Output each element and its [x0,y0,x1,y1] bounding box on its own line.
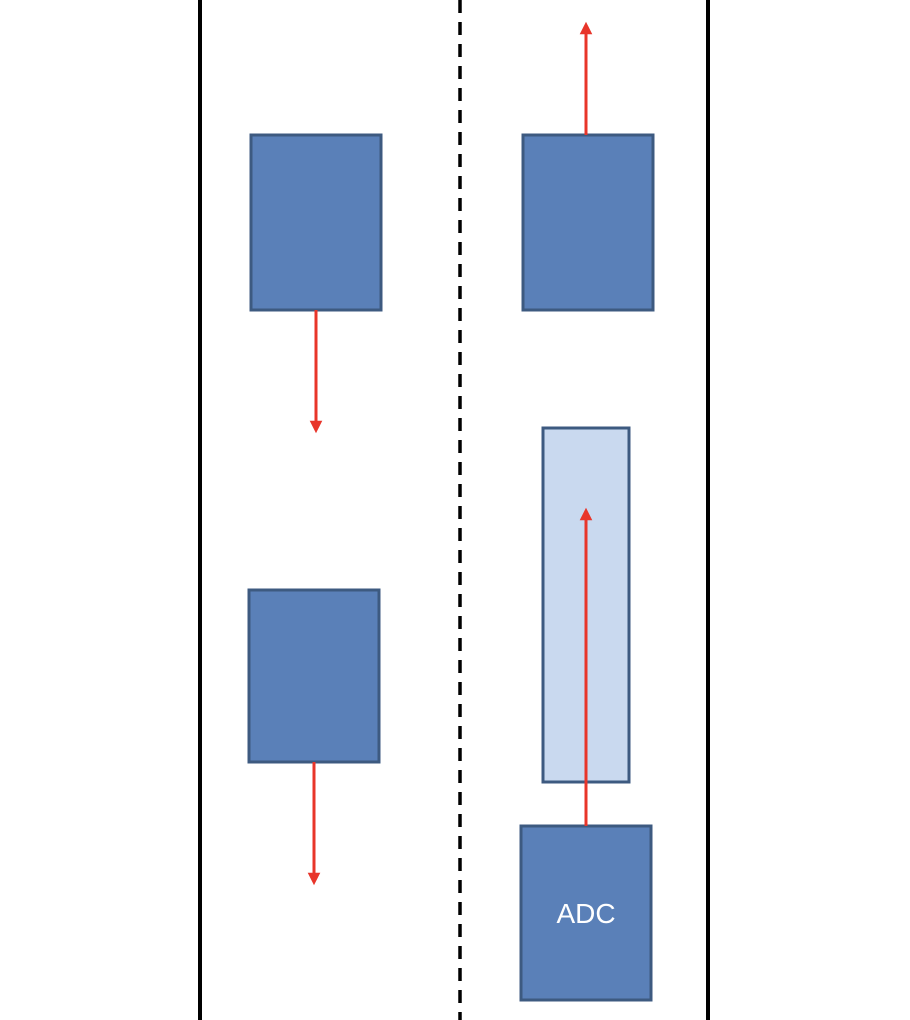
ego-vehicle: ADC [519,507,653,1002]
vehicle-body [521,133,655,312]
left-lower-vehicle [247,588,381,886]
ego-vehicle-label: ADC [556,898,615,929]
left-upper-vehicle [249,133,383,434]
vehicle-body [249,133,383,312]
right-front-vehicle [521,21,655,312]
vehicle-body [247,588,381,764]
